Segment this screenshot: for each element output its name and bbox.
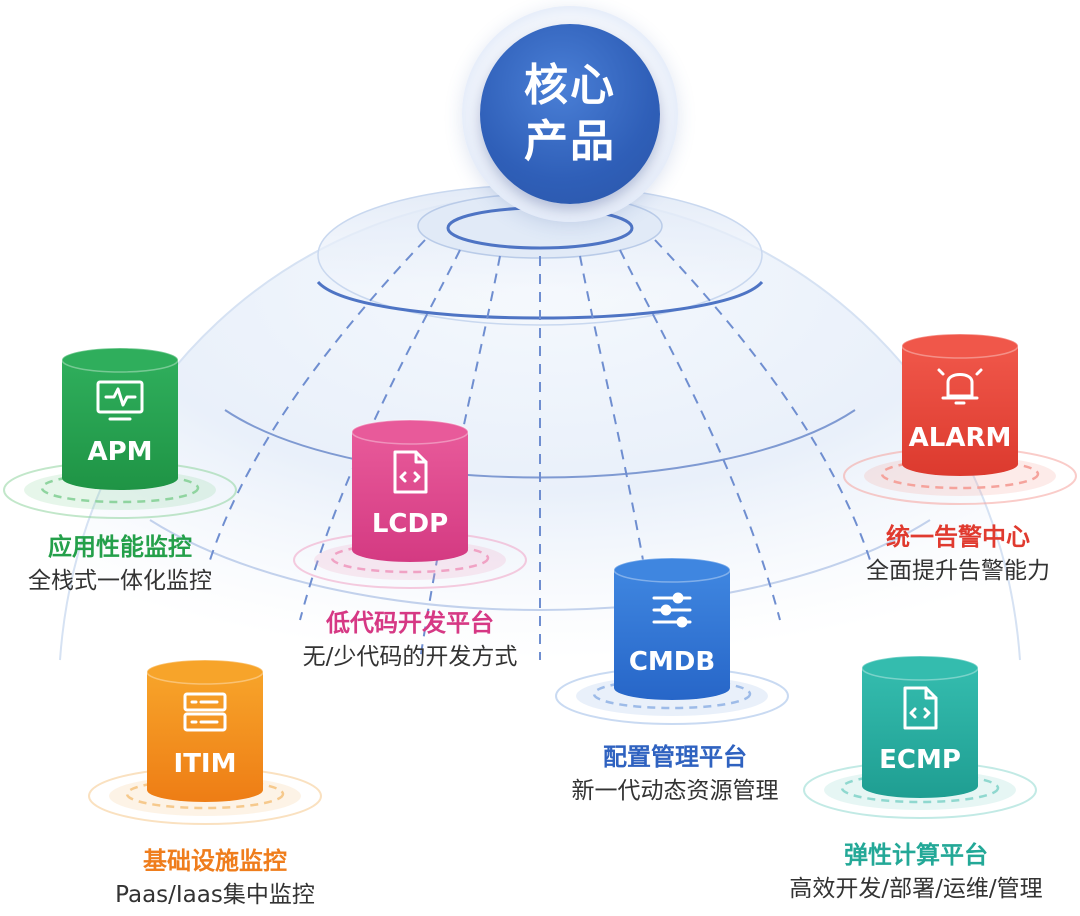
apm-subtitle: 全栈式一体化监控 bbox=[28, 568, 212, 594]
apm-label: 应用性能监控 全栈式一体化监控 bbox=[0, 532, 240, 596]
ecmp-cylinder bbox=[862, 668, 978, 798]
alarm-cylinder-top bbox=[901, 333, 1019, 359]
itim-label: 基础设施监控 Paas/Iaas集中监控 bbox=[70, 846, 360, 910]
itim-node: ITIM bbox=[88, 659, 322, 825]
alarm-label: 统一告警中心 全面提升告警能力 bbox=[836, 522, 1080, 586]
alarm-bell-icon bbox=[937, 368, 983, 405]
itim-title: 基础设施监控 bbox=[143, 847, 287, 875]
lcdp-label: 低代码开发平台 无/少代码的开发方式 bbox=[270, 608, 550, 672]
ecmp-cylinder-top bbox=[861, 655, 979, 681]
itim-cylinder-top bbox=[146, 659, 264, 685]
ecmp-title: 弹性计算平台 bbox=[844, 841, 988, 869]
ecmp-label: 弹性计算平台 高效开发/部署/运维/管理 bbox=[752, 840, 1080, 904]
alarm-node: ALARM bbox=[843, 333, 1077, 505]
lcdp-title: 低代码开发平台 bbox=[326, 609, 494, 637]
ecmp-node: ECMP bbox=[803, 655, 1037, 819]
apm-cylinder bbox=[62, 360, 178, 490]
ecmp-badge-label: ECMP bbox=[879, 745, 961, 775]
lcdp-cylinder bbox=[352, 432, 468, 562]
code-file-icon bbox=[903, 686, 938, 730]
alarm-cylinder bbox=[902, 346, 1018, 476]
core-label-line2: 产品 bbox=[524, 116, 616, 167]
apm-badge-label: APM bbox=[87, 437, 152, 467]
core-product-circle: 核心 产品 bbox=[480, 24, 660, 204]
core-label-line1: 核心 bbox=[524, 60, 616, 111]
server-rack-icon bbox=[183, 692, 227, 732]
sliders-icon bbox=[652, 592, 692, 628]
alarm-subtitle: 全面提升告警能力 bbox=[866, 558, 1050, 584]
itim-cylinder bbox=[147, 672, 263, 802]
ecmp-subtitle: 高效开发/部署/运维/管理 bbox=[789, 876, 1043, 902]
product-nodes: APM LCDP ALARM CMDB ITIM ECMP bbox=[3, 333, 1077, 825]
cmdb-badge-label: CMDB bbox=[629, 647, 715, 677]
cmdb-subtitle: 新一代动态资源管理 bbox=[571, 778, 779, 804]
code-file-icon bbox=[393, 450, 428, 494]
lcdp-cylinder-top bbox=[351, 419, 469, 445]
alarm-badge-label: ALARM bbox=[909, 423, 1012, 453]
lcdp-badge-label: LCDP bbox=[372, 509, 448, 539]
apm-cylinder-top bbox=[61, 347, 179, 373]
itim-badge-label: ITIM bbox=[174, 749, 237, 779]
cmdb-label: 配置管理平台 新一代动态资源管理 bbox=[530, 742, 820, 806]
cmdb-node: CMDB bbox=[555, 557, 789, 725]
lcdp-subtitle: 无/少代码的开发方式 bbox=[302, 644, 518, 670]
cmdb-title: 配置管理平台 bbox=[603, 743, 747, 771]
lcdp-node: LCDP bbox=[293, 419, 527, 589]
cmdb-cylinder bbox=[614, 570, 730, 700]
apm-title: 应用性能监控 bbox=[48, 533, 192, 561]
dome bbox=[59, 184, 1021, 661]
core-product-badge: 核心 产品 bbox=[462, 6, 678, 222]
alarm-title: 统一告警中心 bbox=[886, 523, 1030, 551]
cmdb-cylinder-top bbox=[613, 557, 731, 583]
apm-node: APM bbox=[3, 347, 237, 519]
monitor-pulse-icon bbox=[96, 380, 144, 421]
itim-subtitle: Paas/Iaas集中监控 bbox=[115, 882, 315, 908]
